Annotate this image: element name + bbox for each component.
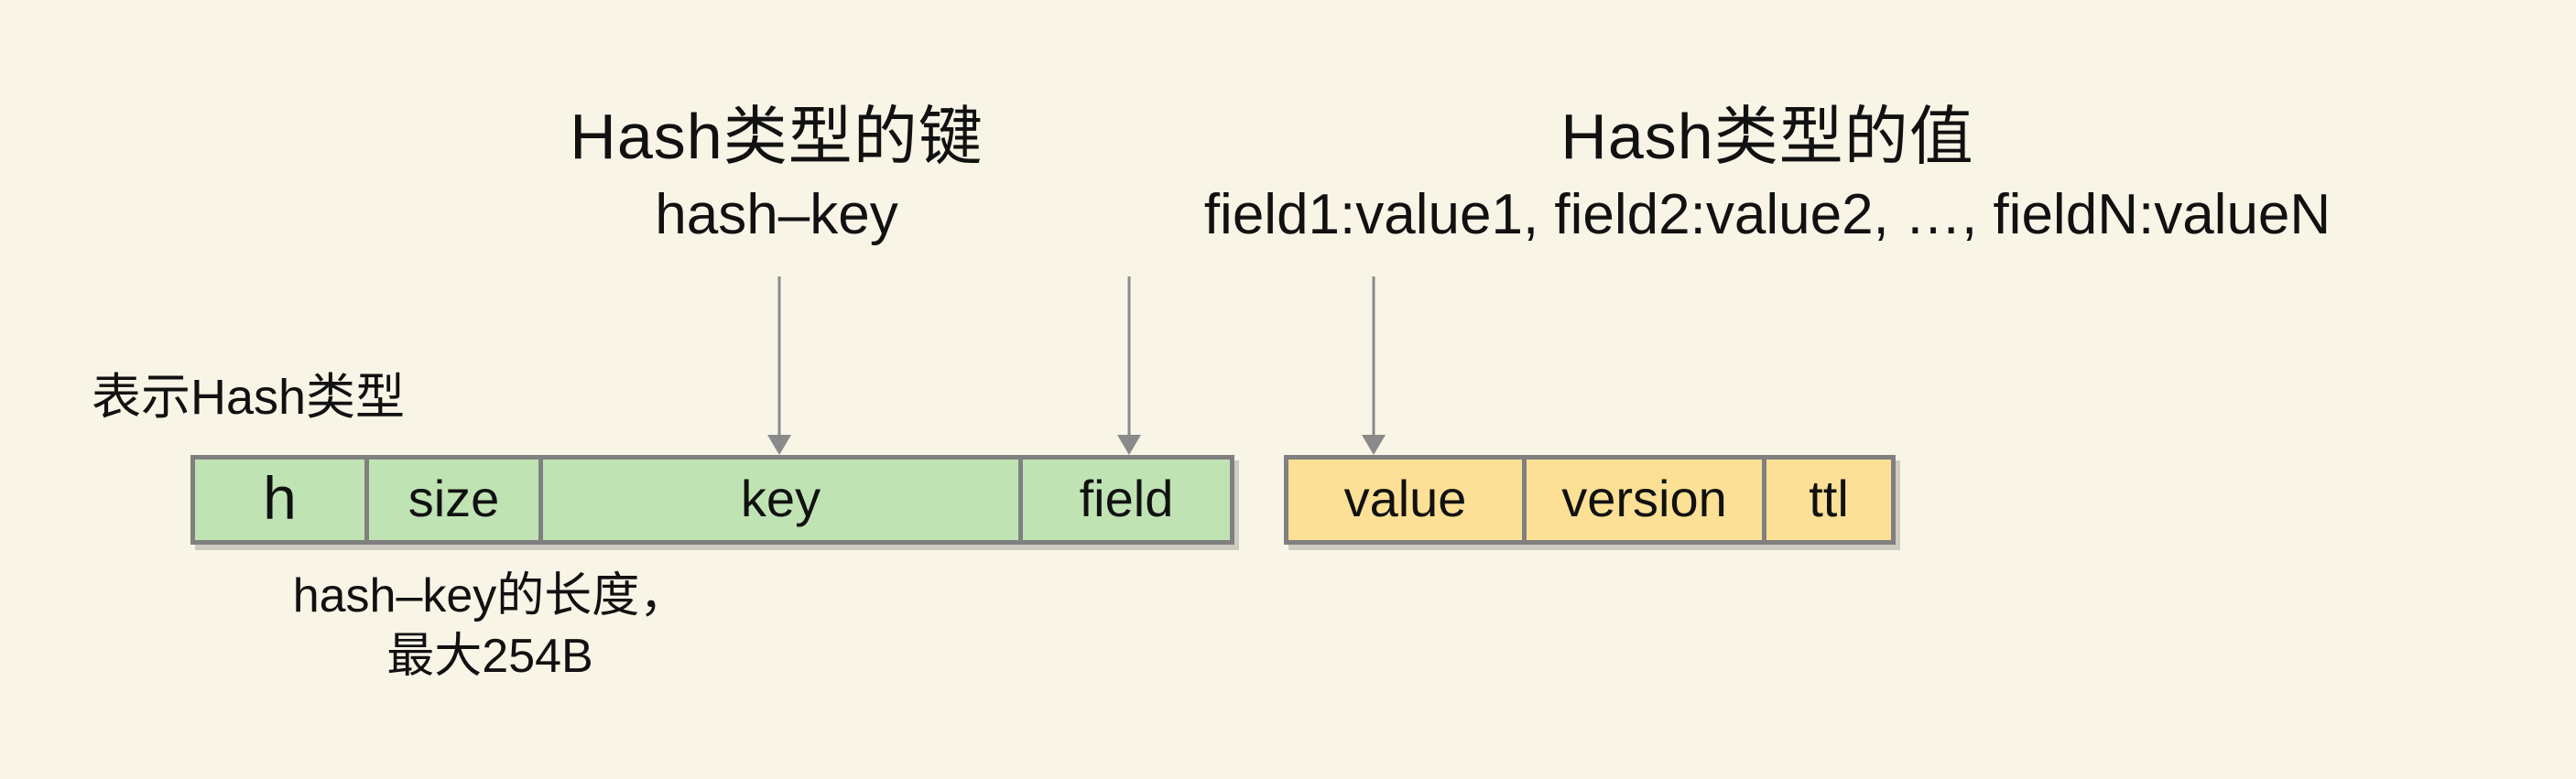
hash-key-subtitle: hash–key: [655, 183, 898, 246]
arrow-line: [1372, 276, 1375, 436]
hash-value-label-block: Hash类型的值 field1:value1, field2:value2, ……: [1204, 92, 2331, 249]
arrow-head: [767, 435, 791, 455]
key-length-note-line2: 最大254B: [386, 630, 593, 683]
key-length-note: hash–key的长度， 最大254B: [293, 566, 688, 687]
cell-key: key: [538, 460, 1018, 540]
key-structure-table: h size key field: [190, 455, 1234, 545]
cell-version: version: [1522, 460, 1762, 540]
down-arrow-icon: [767, 276, 791, 455]
type-indicator-label: 表示Hash类型: [92, 370, 406, 425]
hash-value-subtitle: field1:value1, field2:value2, …, fieldN:…: [1203, 183, 2331, 246]
cell-h: h: [263, 464, 297, 532]
hash-value-title: Hash类型的值: [1560, 101, 1974, 172]
key-length-note-line1: hash–key的长度，: [292, 569, 688, 622]
arrow-head: [1362, 435, 1386, 455]
cell-value: value: [1343, 469, 1467, 527]
arrow-line: [777, 276, 781, 436]
value-structure-table: value version ttl: [1284, 455, 1896, 545]
cell-size: size: [364, 460, 538, 540]
arrow-line: [1127, 276, 1131, 436]
down-arrow-icon: [1362, 276, 1386, 455]
hash-key-label-block: Hash类型的键 hash–key: [570, 92, 983, 249]
arrow-head: [1117, 435, 1141, 455]
cell-field: field: [1018, 460, 1230, 540]
hash-key-title: Hash类型的键: [570, 101, 984, 172]
cell-ttl: ttl: [1762, 460, 1891, 540]
down-arrow-icon: [1117, 276, 1141, 455]
